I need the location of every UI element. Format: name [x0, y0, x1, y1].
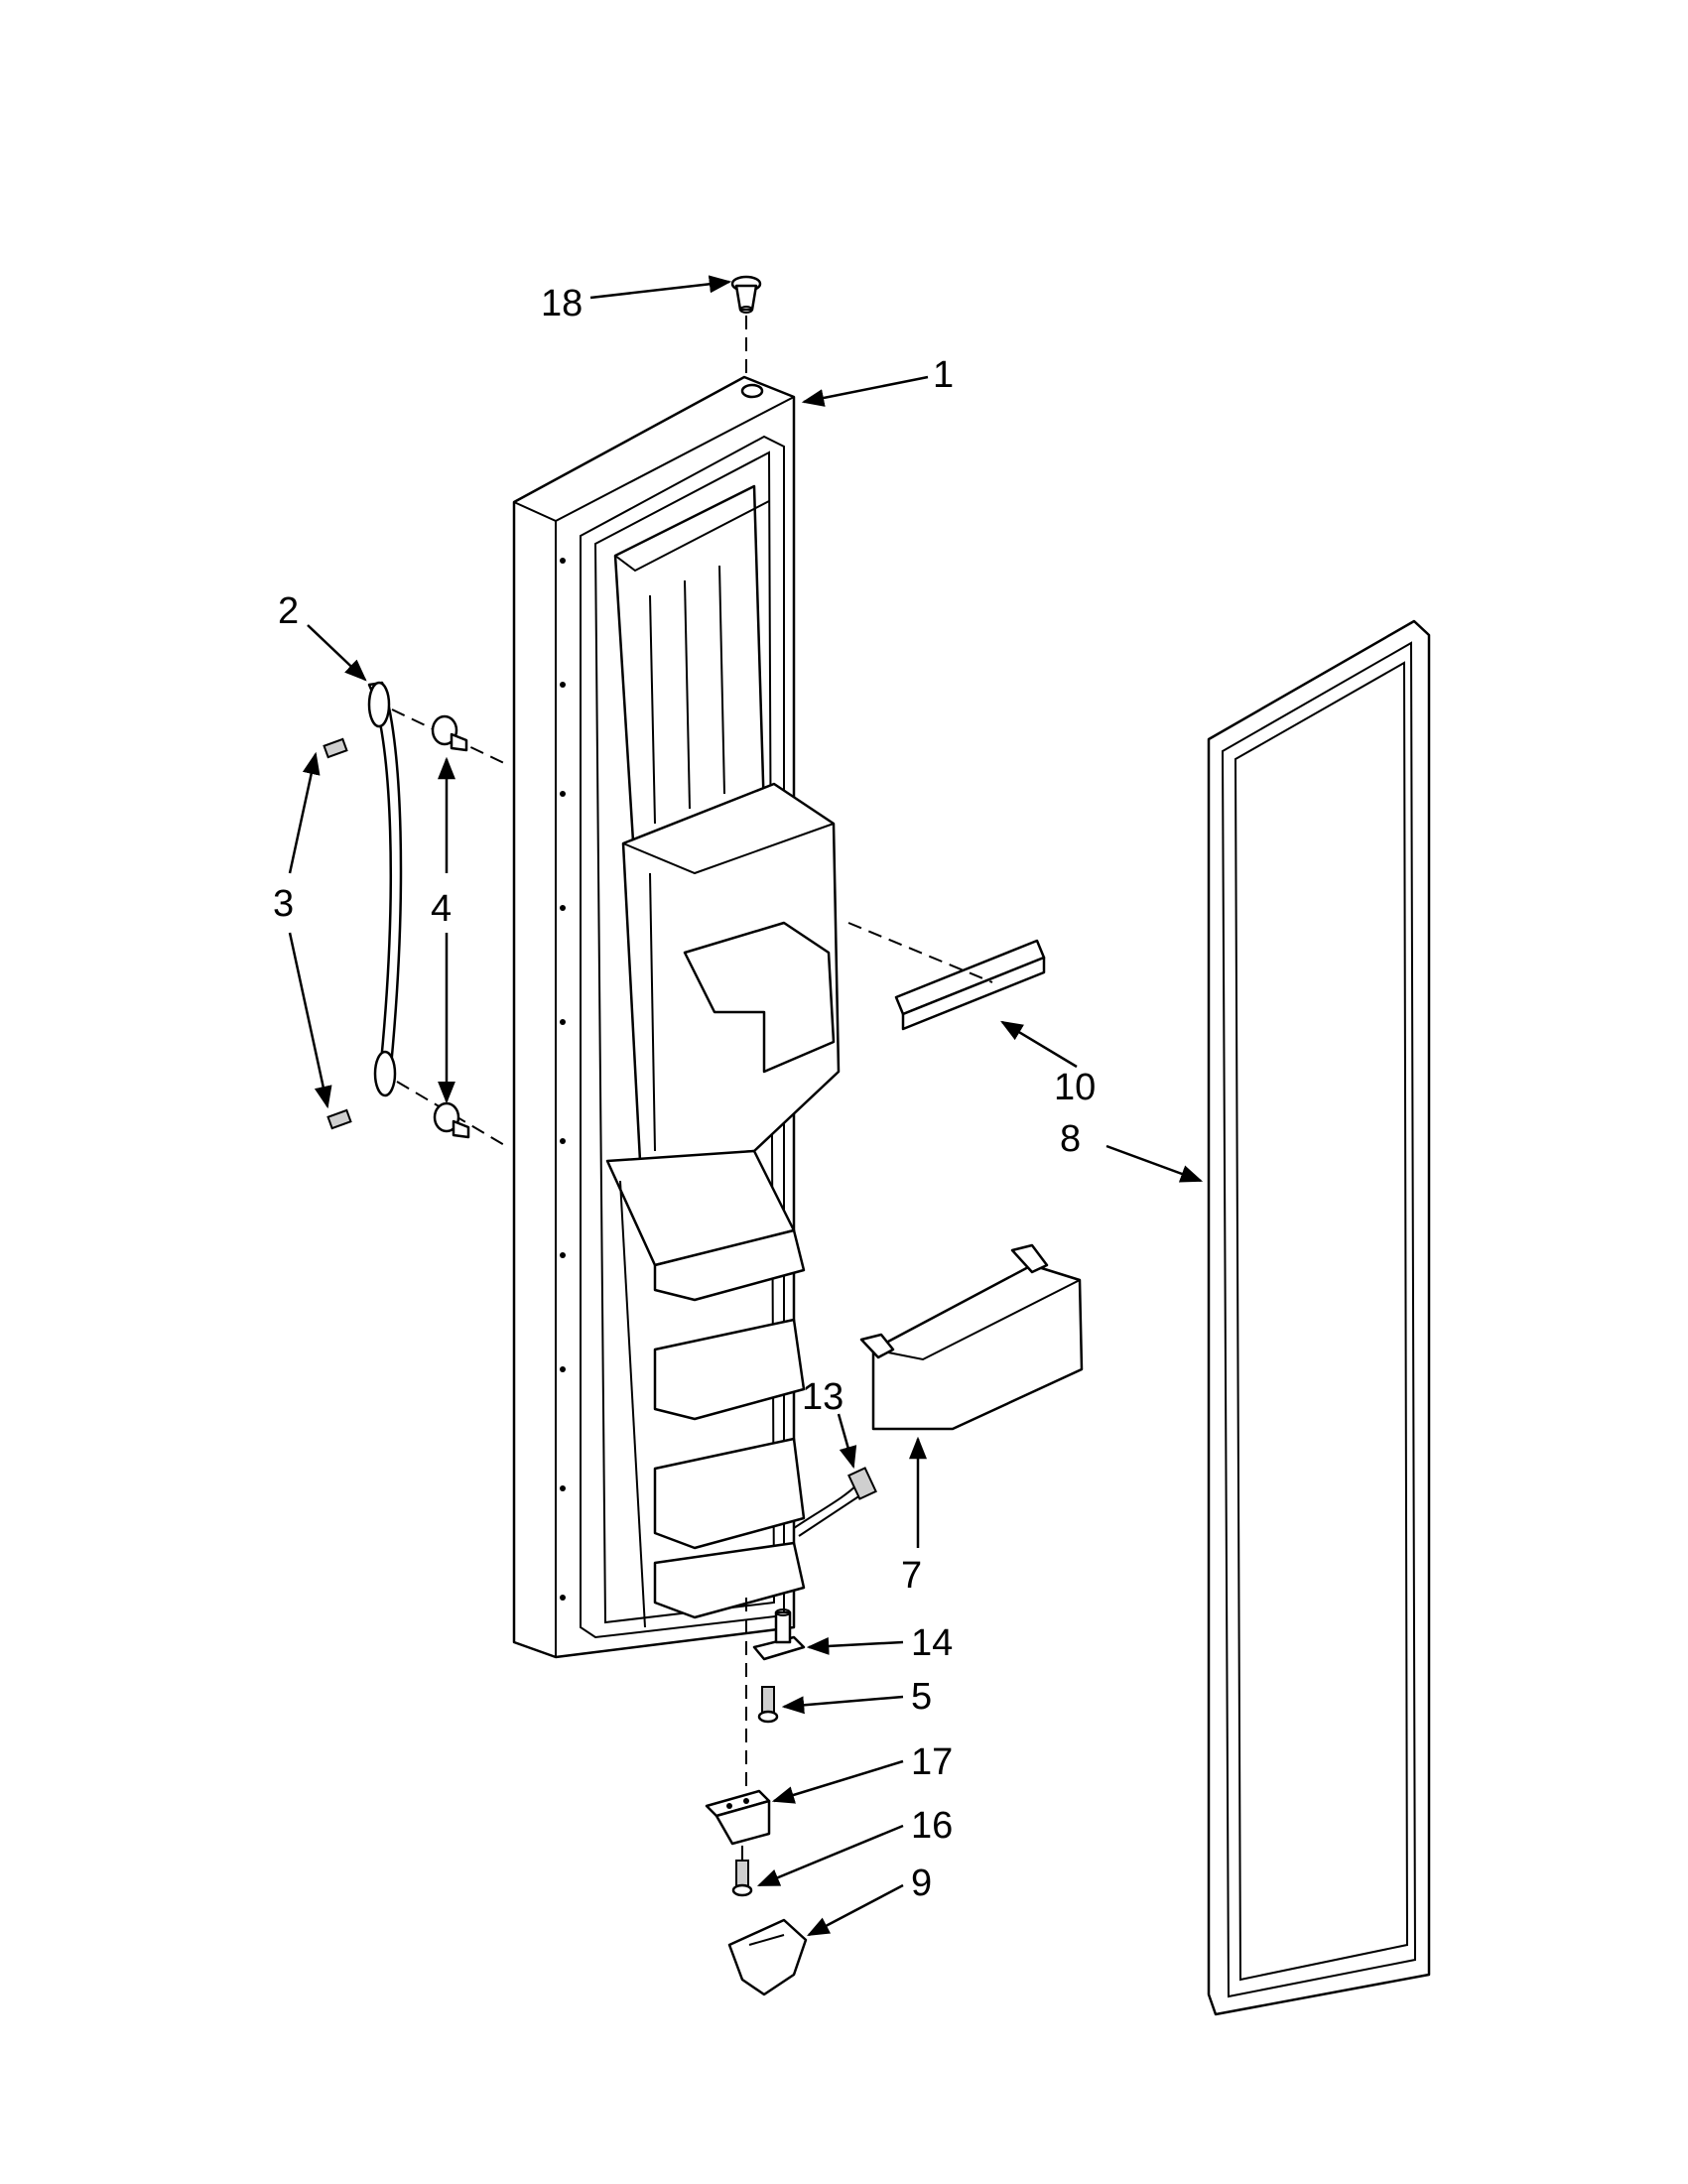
wire-harness-part	[793, 1467, 877, 1537]
handle-set-screws-part	[323, 737, 352, 1130]
callout-10: 10	[1054, 1067, 1096, 1108]
door-panel-part	[512, 375, 841, 1659]
hinge-screw-part	[757, 1686, 779, 1724]
callout-4: 4	[431, 888, 452, 930]
callout-2: 2	[278, 590, 299, 632]
callout-16: 16	[911, 1805, 953, 1847]
callout-7: 7	[901, 1555, 922, 1597]
callout-3: 3	[273, 883, 294, 925]
hinge-cap-part	[730, 275, 762, 377]
door-gasket-part	[1207, 619, 1431, 2016]
door-bin-part	[859, 1243, 1084, 1431]
dispenser-trim-part	[847, 922, 1046, 1031]
hinge-bracket-part	[705, 1789, 771, 1846]
door-handle-part	[367, 681, 507, 1147]
callout-5: 5	[911, 1676, 932, 1718]
edge-screw-holes	[560, 558, 566, 1601]
callout-18: 18	[541, 283, 583, 324]
callout-17: 17	[911, 1741, 953, 1783]
leader-lines	[288, 275, 1204, 1937]
callout-13: 13	[802, 1376, 844, 1418]
handle-mounting-studs-part	[431, 714, 470, 1139]
callout-14: 14	[911, 1622, 953, 1664]
hinge-pin-part	[745, 1598, 806, 1826]
callout-1: 1	[933, 354, 954, 396]
hinge-cover-part	[727, 1918, 808, 1996]
callout-8: 8	[1060, 1118, 1081, 1160]
callout-labels: 18 1 2 3 4 10 8 13 7 14 5 17 16 9	[273, 283, 1096, 1904]
callout-9: 9	[911, 1863, 932, 1904]
bracket-screw-part	[731, 1846, 753, 1897]
